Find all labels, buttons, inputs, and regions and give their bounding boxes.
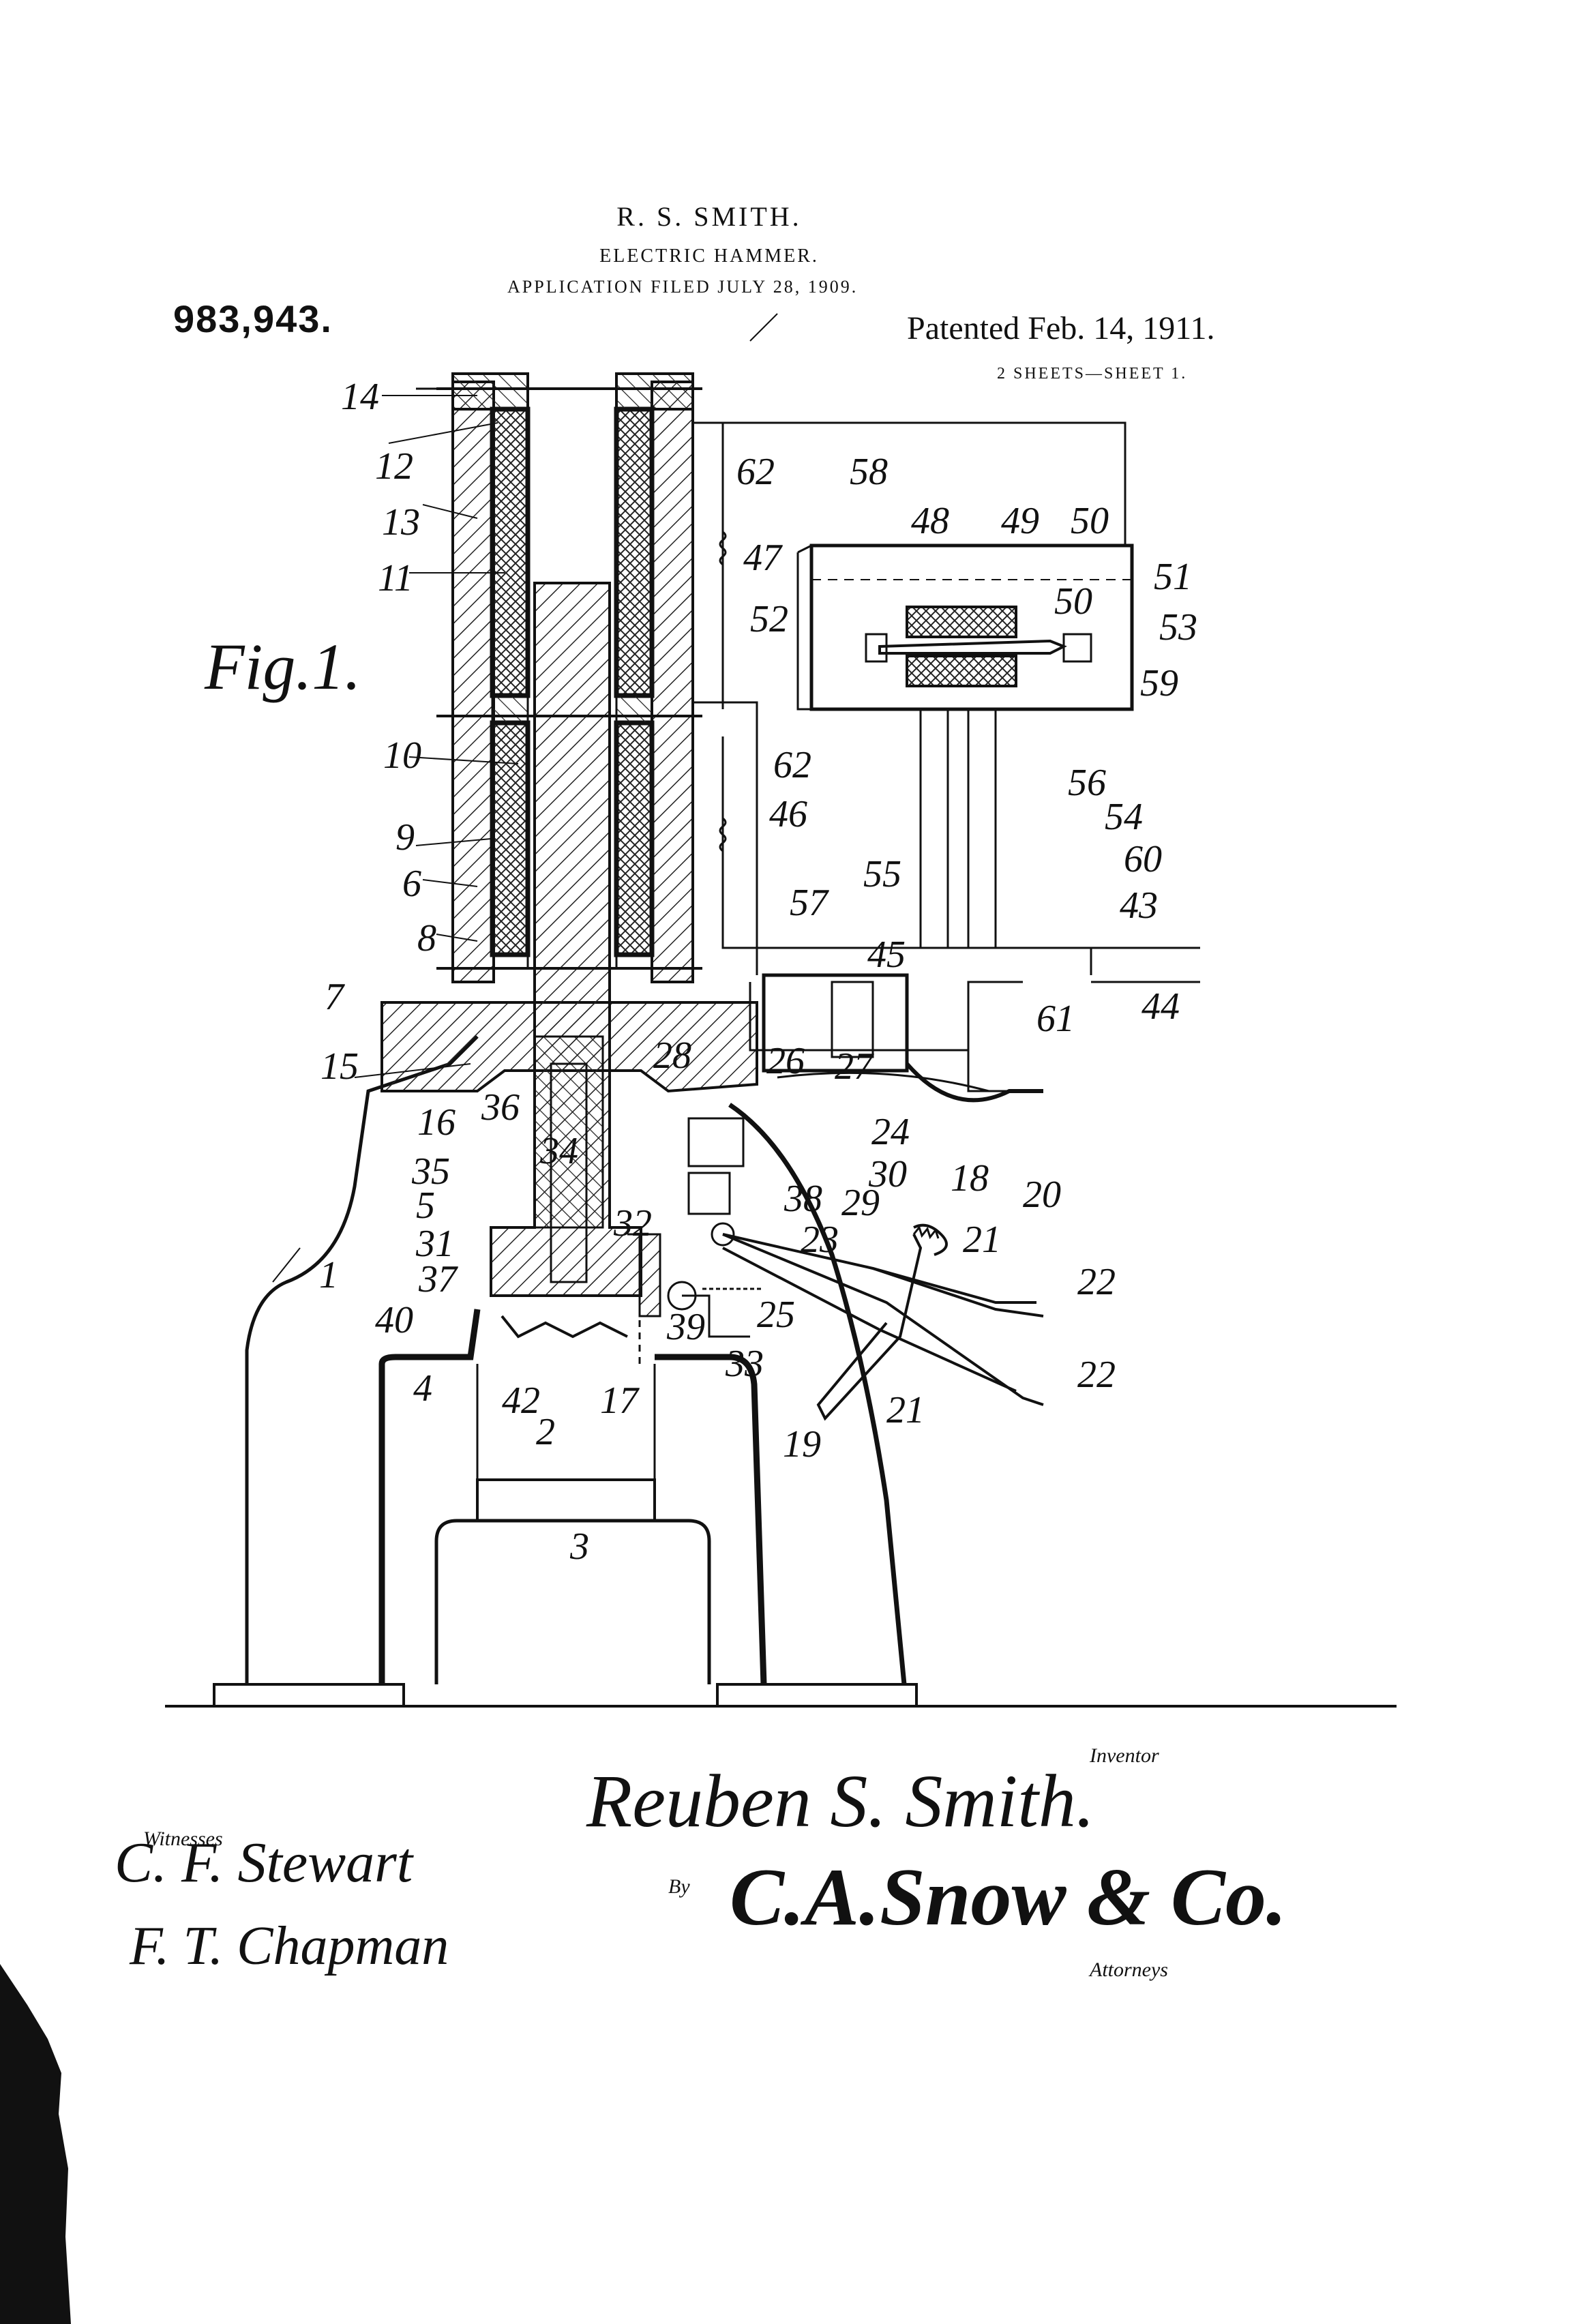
ref-16: 16	[417, 1101, 456, 1144]
figure-label: Fig.1.	[205, 630, 361, 703]
ref-49: 49	[1001, 500, 1039, 542]
attorney-signature: C.A.Snow & Co.	[730, 1851, 1287, 1942]
ref-34: 34	[540, 1130, 578, 1172]
ref-9: 9	[395, 816, 415, 859]
scan-edge-shadow	[0, 1964, 71, 2324]
ref-15: 15	[320, 1045, 359, 1088]
application-filed-date: APPLICATION FILED JULY 28, 1909.	[507, 277, 859, 297]
ref-61: 61	[1036, 998, 1075, 1040]
ref-30: 30	[869, 1153, 907, 1195]
ref-36: 36	[481, 1086, 520, 1129]
ref-28: 28	[653, 1034, 691, 1077]
ref-14: 14	[341, 376, 379, 418]
lower-coil-right	[614, 720, 655, 957]
lower-coil-left	[490, 720, 531, 957]
attorneys-label: Attorneys	[1090, 1958, 1168, 1981]
ref-27: 27	[835, 1045, 873, 1088]
ref-42: 42	[502, 1380, 540, 1422]
ref-62b: 62	[773, 744, 811, 786]
ref-48: 48	[911, 500, 949, 542]
inventor-label: Inventor	[1090, 1744, 1159, 1767]
ref-22b: 22	[1077, 1354, 1116, 1396]
ref-11: 11	[378, 557, 413, 599]
ref-19: 19	[783, 1423, 821, 1465]
ref-54: 54	[1105, 796, 1143, 838]
relay-armature	[878, 639, 1067, 655]
ref-22a: 22	[1077, 1261, 1116, 1303]
ref-32: 32	[614, 1202, 652, 1245]
ref-29: 29	[841, 1182, 880, 1224]
ref-3: 3	[570, 1525, 589, 1568]
ref-56: 56	[1068, 762, 1106, 804]
ref-38: 38	[784, 1178, 822, 1220]
ref-50a: 50	[1071, 500, 1109, 542]
ref-12: 12	[375, 445, 413, 488]
ref-21b: 21	[886, 1389, 925, 1431]
frame-right-leg	[655, 1354, 767, 1685]
ref-23: 23	[801, 1219, 839, 1261]
by-label: By	[668, 1875, 690, 1898]
ref-7: 7	[325, 976, 344, 1018]
ref-50b: 50	[1054, 580, 1092, 623]
patentee-name: R. S. SMITH.	[616, 201, 802, 232]
ref-59: 59	[1140, 662, 1178, 704]
ref-2: 2	[536, 1411, 555, 1453]
ref-35: 35	[412, 1150, 450, 1193]
relay-coil-lower	[906, 655, 1017, 687]
ref-10: 10	[383, 734, 421, 777]
ref-57: 57	[790, 882, 828, 924]
ref-1: 1	[319, 1254, 338, 1296]
ref-43: 43	[1120, 884, 1158, 927]
ref-8: 8	[417, 917, 436, 959]
relay-coil-upper	[906, 606, 1017, 638]
ref-18: 18	[951, 1157, 989, 1200]
ref-55: 55	[863, 853, 901, 895]
witnesses-label: Witnesses	[143, 1828, 223, 1850]
invention-title: ELECTRIC HAMMER.	[599, 245, 819, 267]
inventor-signature: Reuben S. Smith.	[586, 1759, 1095, 1843]
lower-die	[476, 1364, 656, 1480]
ref-24: 24	[871, 1111, 910, 1153]
ref-45: 45	[867, 934, 906, 976]
upper-coil-right	[614, 406, 655, 698]
ref-33: 33	[726, 1343, 764, 1385]
ref-39: 39	[667, 1306, 705, 1348]
ref-20: 20	[1023, 1174, 1061, 1216]
patent-number: 983,943.	[173, 297, 333, 340]
ref-25: 25	[757, 1294, 795, 1336]
control-box	[809, 543, 1134, 711]
ref-21a: 21	[963, 1219, 1001, 1261]
ref-6: 6	[402, 863, 421, 905]
witness-signature-2: F. T. Chapman	[130, 1916, 449, 1976]
ref-44: 44	[1141, 985, 1180, 1028]
witness-signature-1: C. F. Stewart	[115, 1831, 413, 1894]
ref-52: 52	[750, 598, 788, 640]
battery	[762, 973, 909, 1073]
ref-17: 17	[600, 1380, 638, 1422]
upper-coil-left	[490, 406, 531, 698]
sheet-count: 2 SHEETS—SHEET 1.	[997, 365, 1188, 383]
frame-left-leg	[245, 1035, 479, 1684]
ref-62a: 62	[736, 451, 775, 493]
ref-60: 60	[1124, 838, 1162, 880]
anvil-block	[434, 1519, 711, 1684]
ref-4: 4	[413, 1367, 432, 1410]
ref-31: 31	[416, 1223, 454, 1265]
ref-46: 46	[769, 793, 807, 835]
ref-13: 13	[382, 501, 420, 543]
ref-47: 47	[743, 537, 781, 579]
ref-5: 5	[416, 1185, 435, 1227]
ref-26: 26	[766, 1040, 805, 1082]
ref-53: 53	[1159, 606, 1197, 649]
handle-cable	[905, 1062, 1043, 1103]
ref-58: 58	[850, 451, 888, 493]
coil-housing-left-wall	[451, 381, 495, 983]
ref-40: 40	[375, 1299, 413, 1341]
upper-die	[501, 1315, 628, 1339]
patented-date: Patented Feb. 14, 1911.	[907, 310, 1215, 346]
ref-51: 51	[1154, 556, 1192, 598]
coil-housing-right-wall	[651, 381, 694, 983]
ref-37: 37	[419, 1258, 457, 1300]
